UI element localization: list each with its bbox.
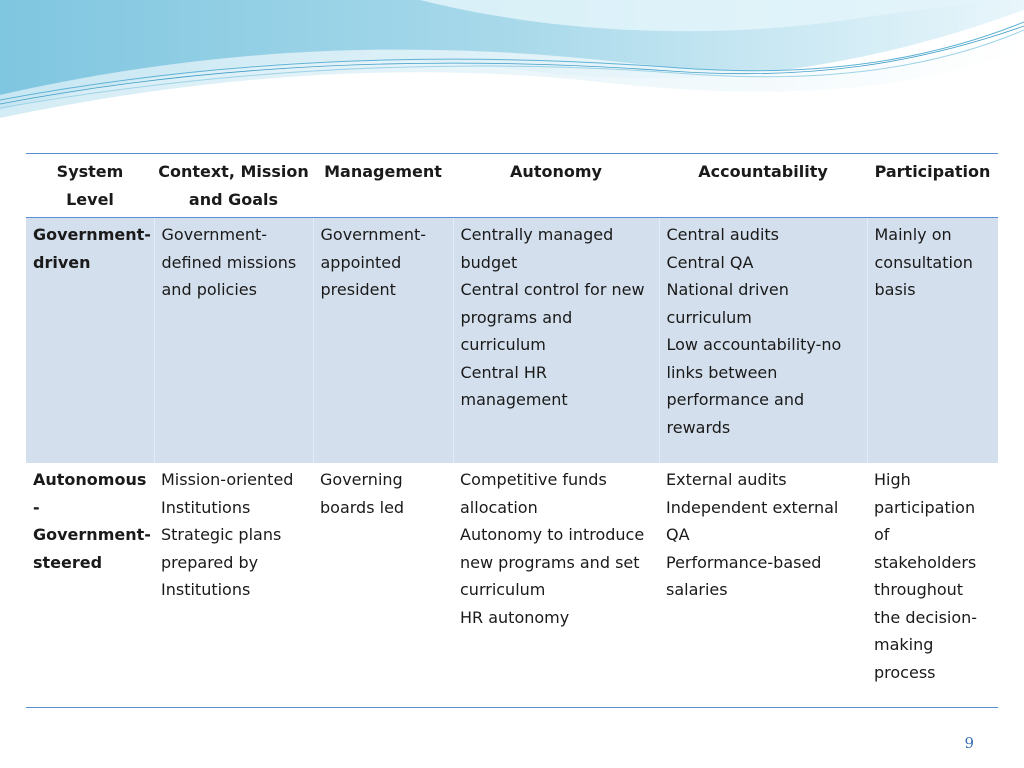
table-row: Autonomous - Government- steered Mission… (26, 463, 998, 708)
cell-participation: High participation of stakeholders throu… (867, 463, 998, 708)
table-row: Government- driven Government- defined m… (26, 217, 998, 463)
header-system-level: System Level (26, 153, 154, 218)
cell-autonomy: Competitive funds allocation Autonomy to… (453, 463, 659, 708)
cell-accountability: External audits Independent external QA … (659, 463, 867, 708)
cell-autonomy: Centrally managed budget Central control… (453, 217, 660, 463)
comparison-table: System Level Context, Mission and Goals … (26, 153, 998, 708)
header-context-mission-goals: Context, Mission and Goals (154, 153, 313, 218)
cell-system-level: Autonomous - Government- steered (26, 463, 154, 708)
cell-context: Government- defined missions and policie… (154, 217, 314, 463)
header-accountability: Accountability (659, 153, 867, 218)
cell-accountability: Central audits Central QA National drive… (659, 217, 868, 463)
cell-system-level: Government- driven (26, 217, 155, 463)
cell-context: Mission-oriented Institutions Strategic … (154, 463, 313, 708)
cell-management: Governing boards led (313, 463, 453, 708)
page-number: 9 (964, 734, 974, 752)
header-management: Management (313, 153, 453, 218)
header-autonomy: Autonomy (453, 153, 659, 218)
comparison-table-container: System Level Context, Mission and Goals … (26, 153, 998, 708)
header-participation: Participation (867, 153, 998, 218)
cell-management: Government- appointed president (313, 217, 454, 463)
cell-participation: Mainly on consultation basis (867, 217, 998, 463)
header-wave-decoration (0, 0, 1024, 118)
table-header-row: System Level Context, Mission and Goals … (26, 153, 998, 218)
